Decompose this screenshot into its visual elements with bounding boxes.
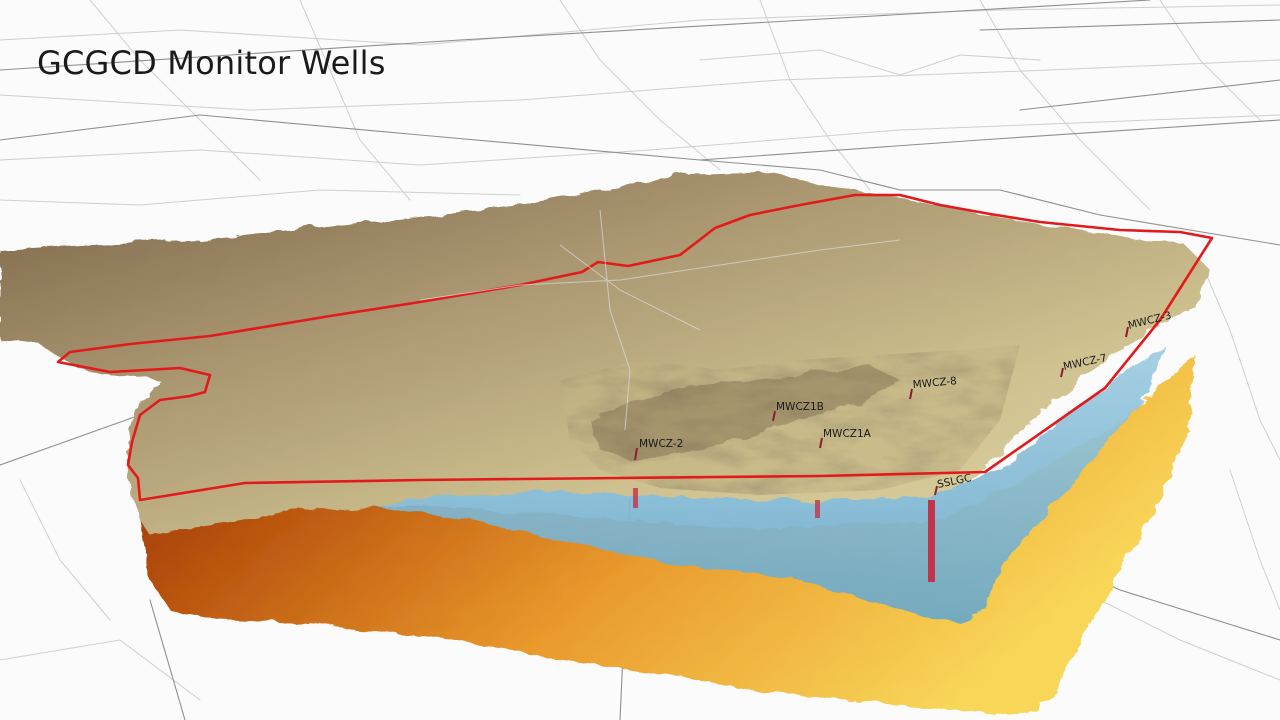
well-label-mwcz1b: MWCZ1B <box>776 401 824 413</box>
aquifer-layer <box>370 345 1165 625</box>
well-casing-mwcz1a <box>815 500 820 518</box>
well-label-mwcz-8: MWCZ-8 <box>912 375 957 391</box>
district-boundary <box>56 193 1214 502</box>
well-marker-mwcz-2[interactable]: MWCZ-2 <box>634 438 683 461</box>
terrain-roads <box>419 209 901 431</box>
well-casing-sslgc <box>928 500 935 582</box>
terrain-surface <box>0 172 1210 535</box>
well-marker-mwcz1a[interactable]: MWCZ1A <box>819 428 872 449</box>
well-label-mwcz1a: MWCZ1A <box>823 428 872 440</box>
well-markers: MWCZ-2 MWCZ1B MWCZ1A MWCZ-8 MWCZ-7 MWCZ-… <box>634 310 1173 496</box>
well-marker-mwcz-8[interactable]: MWCZ-8 <box>909 375 957 400</box>
map-title: GCGCD Monitor Wells <box>37 44 386 82</box>
well-marker-mwcz1b[interactable]: MWCZ1B <box>772 401 824 422</box>
well-casing-mwcz-2 <box>633 488 638 508</box>
well-label-mwcz-2: MWCZ-2 <box>639 438 683 450</box>
well-casings <box>633 488 935 582</box>
